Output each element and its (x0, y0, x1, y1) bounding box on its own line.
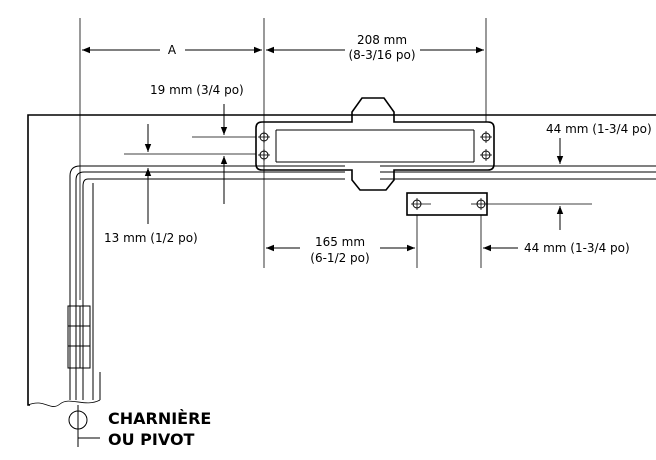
callout-line-1: CHARNIÈRE (108, 409, 211, 428)
label-44-mm-top: 44 mm (1-3/4 po) (546, 122, 652, 136)
label-13-mm: 13 mm (1/2 po) (104, 231, 198, 245)
label-19-mm: 19 mm (3/4 po) (150, 83, 244, 97)
door-frame (27, 114, 656, 407)
centerline-callout: CHARNIÈRE OU PIVOT (68, 405, 211, 449)
arm-shoe (406, 192, 592, 216)
label-208-in: (8-3/16 po) (348, 48, 415, 62)
callout-line-2: OU PIVOT (108, 430, 195, 449)
label-44-mm-bottom: 44 mm (1-3/4 po) (524, 241, 630, 255)
dimension-labels: A 208 mm (8-3/16 po) 19 mm (3/4 po) 44 m… (104, 33, 652, 265)
label-165-in: (6-1/2 po) (310, 251, 369, 265)
door-edge (69, 165, 656, 400)
label-165-mm: 165 mm (315, 235, 365, 249)
door-closer-body (255, 97, 495, 191)
extension-lines (79, 18, 487, 300)
dimension-arrows (82, 46, 564, 252)
hinge (67, 305, 91, 369)
label-208-mm: 208 mm (357, 33, 407, 47)
label-a: A (168, 43, 177, 57)
